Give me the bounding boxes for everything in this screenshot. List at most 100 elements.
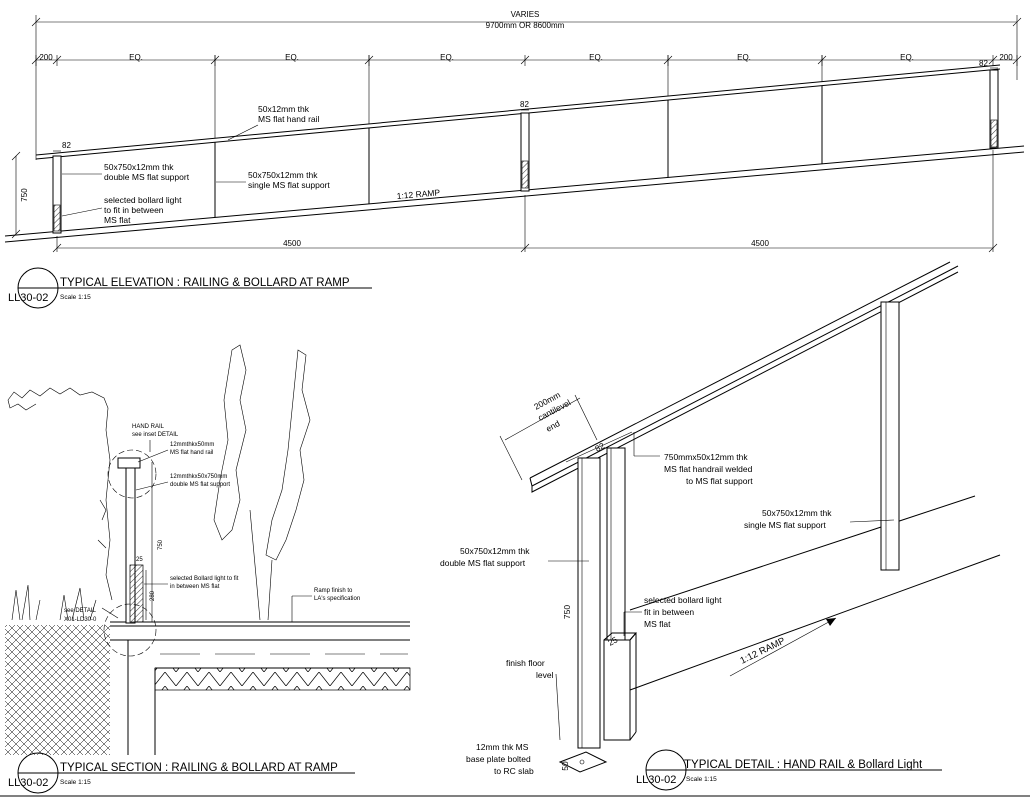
ramp-label: 1:12 RAMP [396, 187, 440, 201]
bollard-light-middle [521, 160, 529, 189]
cantilever-line3: end [544, 418, 561, 434]
section-handrail [117, 457, 141, 469]
detail-post-width: 82 [593, 440, 606, 453]
section-bollard-light [129, 564, 144, 623]
end-dimension-left: 200 [39, 53, 53, 62]
note-bollard-line1: selected bollard light [104, 195, 182, 205]
detail-height-label: 750 [562, 605, 572, 619]
post-width-left: 82 [62, 141, 71, 150]
detail-note-handrail-line2: MS flat handrail welded [664, 464, 753, 474]
note-bollard-line2: to fit in between [104, 205, 164, 215]
section-note-ramp-finish-line1: Ramp finish to [314, 588, 353, 594]
detail-ramp-label: 1:12 RAMP [738, 636, 786, 667]
section-scale: Scale 1:15 [60, 779, 91, 786]
detail-note-floor-line2: level [536, 670, 554, 680]
detail-support-front [577, 457, 601, 749]
note-single-support-line2: single MS flat support [248, 180, 330, 190]
detail-note-bollard-line2: fit in between [644, 607, 694, 617]
section-title: TYPICAL SECTION : RAILING & BOLLARD AT R… [60, 762, 338, 774]
detail-bollard-dim: 25 [606, 634, 619, 647]
ramp-direction-arrow [729, 617, 837, 677]
section-note-flat-support-line2: double MS flat support [170, 482, 230, 488]
overall-length-label: 9700mm OR 8600mm [486, 21, 565, 30]
note-handrail-line1: 50x12mm thk [258, 104, 310, 114]
note-bollard-line3: MS flat [104, 215, 131, 225]
post-width-right: 82 [979, 59, 988, 68]
tree-outline-right [265, 349, 311, 561]
detail-note-bollard-line3: MS flat [644, 619, 671, 629]
note-double-support-line2: double MS flat support [104, 172, 190, 182]
eq-label-1: EQ. [129, 53, 143, 62]
base-detail-circle [103, 603, 157, 657]
varies-label: VARIES [511, 10, 540, 19]
half-length-left: 4500 [283, 239, 301, 248]
detail-note-single-line2: single MS flat support [744, 520, 826, 530]
ramp-bottom-line [4, 151, 1025, 243]
note-single-support-line1: 50x750x12mm thk [248, 170, 318, 180]
elevation-ref: LL30-02 [8, 292, 48, 304]
hedge-outline [7, 387, 113, 601]
ramp-top-line [4, 145, 1025, 237]
detail-note-handrail-line1: 750mmx50x12mm thk [664, 452, 748, 462]
double-post-right [989, 69, 999, 149]
detail-base-dim: 50 [560, 761, 570, 771]
section-note-handrail-line2: see inset DETAIL [132, 432, 179, 438]
section-note-flat-support-line1: 12mmthkx50x750mm [170, 474, 227, 480]
eq-label-3: EQ. [440, 53, 454, 62]
detail-ramp-bottom [629, 554, 1001, 691]
tree-outline-left [213, 344, 247, 541]
note-handrail-line2: MS flat hand rail [258, 114, 320, 124]
section-note-handrail-line1: HAND RAIL [132, 424, 165, 430]
bollard-light-right [990, 119, 998, 148]
detail-ref: LL30-02 [636, 774, 676, 786]
eq-label-6: EQ. [900, 53, 914, 62]
detail-bollard-light [603, 639, 631, 741]
double-post-middle [520, 112, 530, 192]
section-note-ramp-finish-line2: LA's specification [314, 596, 360, 602]
cantilever-dimension [504, 397, 581, 441]
soil-hatch [5, 625, 110, 755]
handrail-detail-circle [107, 449, 157, 499]
detail-note-handrail-line3: to MS flat support [686, 476, 753, 486]
eq-label-2: EQ. [285, 53, 299, 62]
elevation-title: TYPICAL ELEVATION : RAILING & BOLLARD AT… [60, 277, 350, 289]
post-width-middle: 82 [520, 100, 529, 109]
detail-handrail-top [529, 261, 951, 479]
section-note-flat-rail-line2: MS flat hand rail [170, 450, 213, 456]
detail-base-plate [558, 751, 608, 773]
detail-single-support [880, 301, 900, 571]
section-view: 750 25 280 HAND RAIL see inset DETAIL 12… [5, 344, 411, 794]
half-length-right: 4500 [751, 239, 769, 248]
detail-note-double-line1: 50x750x12mm thk [460, 546, 530, 556]
section-note-flat-rail-line1: 12mmthkx50mm [170, 442, 214, 448]
elevation-view: VARIES 9700mm OR 8600mm 200 200 EQ. EQ. … [4, 10, 1025, 309]
section-note-detail-line1: see DETAIL [64, 608, 97, 614]
end-dimension-right: 200 [999, 53, 1013, 62]
detail-ramp-top [629, 495, 976, 611]
handrail-bottom [35, 68, 1001, 160]
elevation-scale: Scale 1:15 [60, 294, 91, 301]
handrail-top [35, 64, 1001, 156]
eq-label-4: EQ. [589, 53, 603, 62]
shrubs [11, 584, 97, 621]
section-bollard-dim: 280 [150, 590, 156, 601]
subbase-hatch [154, 667, 411, 691]
detail-note-bollard-line1: selected bollard light [644, 595, 722, 605]
section-height-label: 750 [158, 539, 164, 550]
section-note-detail-line2: X01-LD30-0 [64, 617, 97, 623]
leader-bollard [61, 207, 103, 217]
detail-note-double-line2: double MS flat support [440, 558, 526, 568]
section-note-bollard-line2: in between MS flat [170, 584, 220, 590]
leader-handrail [227, 124, 259, 141]
detail-title: TYPICAL DETAIL : HAND RAIL & Bollard Lig… [684, 759, 923, 771]
section-ref: LL30-02 [8, 777, 48, 789]
height-dimension-label: 750 [20, 188, 29, 202]
bollard-light-left [53, 204, 61, 232]
detail-note-floor-line1: finish floor [506, 658, 545, 668]
note-double-support-line1: 50x750x12mm thk [104, 162, 174, 172]
detail-scale: Scale 1:15 [686, 776, 717, 783]
detail-note-base-line1: 12mm thk MS [476, 742, 529, 752]
section-note-bollard-line1: selected Bollard light to fit [170, 576, 239, 582]
section-top-dim: 25 [136, 557, 143, 563]
